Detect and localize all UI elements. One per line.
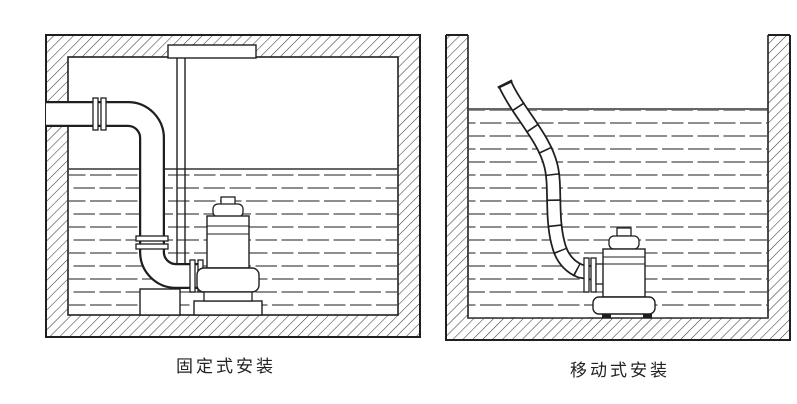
access-cover-plate xyxy=(167,44,257,59)
flange-pump-coupling-a xyxy=(189,259,196,293)
pump-motor-body xyxy=(602,248,646,298)
guide-rail-assembly xyxy=(167,44,257,265)
pump-baseplate-block xyxy=(193,300,263,316)
submersible-pump-mobile xyxy=(592,227,656,318)
hose-flange-a xyxy=(583,257,590,293)
fixed-tank-outer-outline xyxy=(45,34,421,338)
pump-baseplate xyxy=(193,300,263,316)
pump-lifting-eye xyxy=(616,227,632,237)
flange-vertical-pipe-b xyxy=(135,243,169,250)
pump-top-cap xyxy=(608,235,640,250)
pump-motor-body xyxy=(206,215,250,269)
pump-suction-base xyxy=(203,291,253,302)
hose-inner xyxy=(499,81,599,280)
mobile-installation-diagram: 移动式安装 xyxy=(445,34,791,380)
fixed-installation-diagram: 固定式安装 xyxy=(45,34,421,376)
mobile-installation-caption: 移动式安装 xyxy=(570,361,670,380)
elbow-pedestal-block xyxy=(139,288,181,316)
mobile-tank-outer-outline xyxy=(445,35,791,341)
pump-volute-casing xyxy=(592,296,656,315)
pump-volute-casing xyxy=(196,267,260,293)
flange-horizontal-pipe-a xyxy=(92,97,99,131)
pump-top-cap xyxy=(212,203,244,218)
discharge-pipe xyxy=(46,101,198,289)
fixed-installation-caption: 固定式安装 xyxy=(176,357,276,376)
hose-flange-b xyxy=(590,257,597,293)
pump-foot-left xyxy=(602,314,611,318)
flexible-hose xyxy=(497,79,600,293)
hose-open-end-cap xyxy=(497,79,513,89)
discharge-pipe-inner xyxy=(46,103,198,287)
submersible-pump-fixed xyxy=(196,196,260,302)
elbow-pedestal xyxy=(139,288,181,316)
flange-vertical-pipe-a xyxy=(135,235,169,242)
flange-horizontal-pipe-b xyxy=(100,97,107,131)
pump-foot-right xyxy=(643,314,652,318)
